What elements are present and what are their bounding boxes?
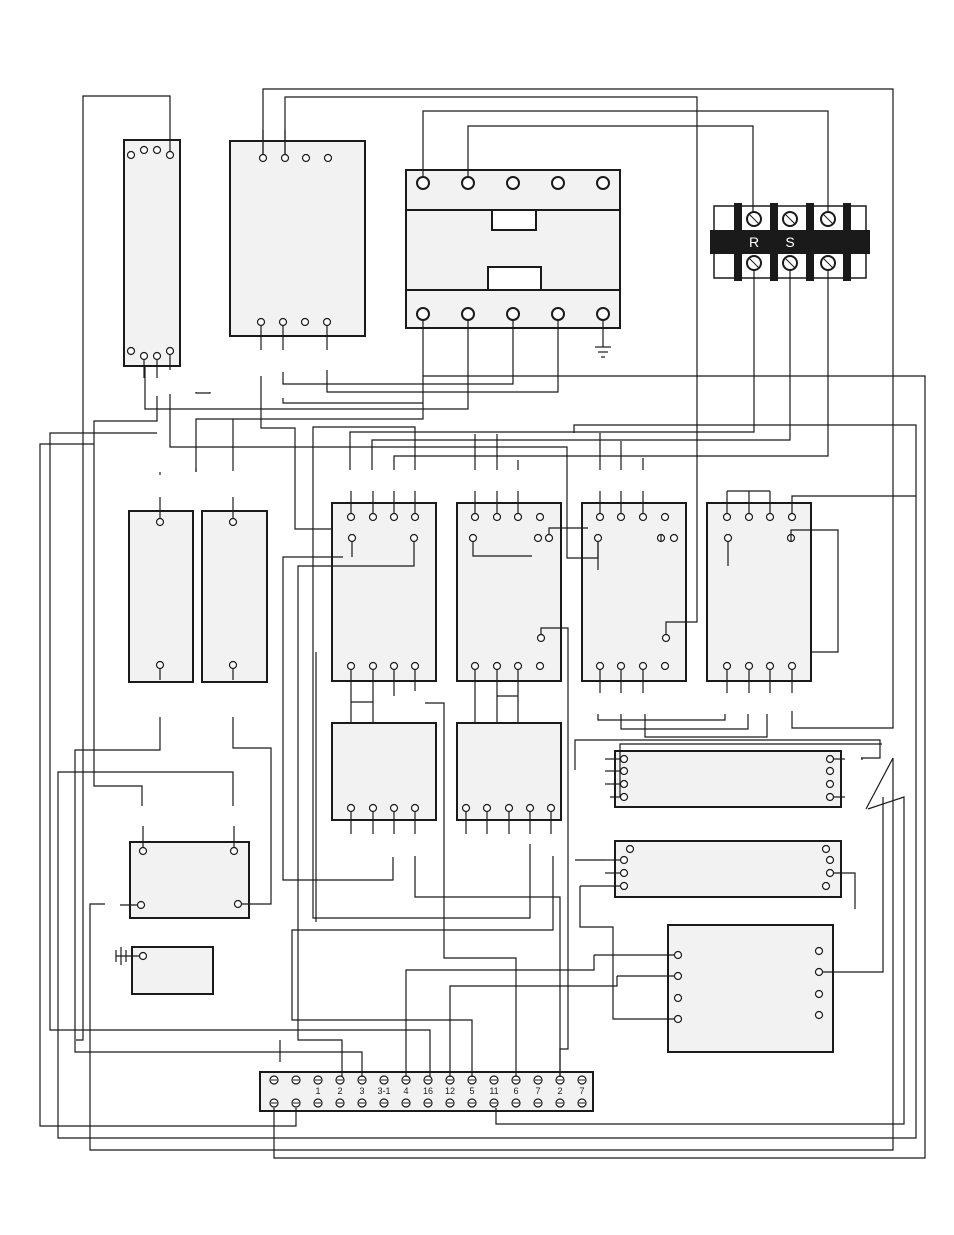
strip-label: 12 — [445, 1086, 455, 1096]
tall-module-left — [124, 140, 180, 366]
overload-relay-1 — [332, 723, 436, 820]
relay-3 — [582, 503, 686, 681]
relay-1 — [332, 503, 436, 681]
strip-label: 7 — [535, 1086, 540, 1096]
strip-label: 4 — [403, 1086, 408, 1096]
strip-label: 3 — [359, 1086, 364, 1096]
strip-label: 16 — [423, 1086, 433, 1096]
power-terminal-block: R S — [710, 203, 870, 281]
overload-relay-2 — [457, 723, 561, 820]
control-board-1 — [615, 751, 841, 807]
strip-label: 7 — [579, 1086, 584, 1096]
main-breaker — [406, 170, 620, 328]
strip-label: 2 — [557, 1086, 562, 1096]
strip-label: 5 — [469, 1086, 474, 1096]
terminal-label-r: R — [749, 234, 759, 250]
strip-label: 1 — [315, 1086, 320, 1096]
fuse-block-right — [202, 511, 267, 682]
terminal-label-s: S — [785, 234, 794, 250]
strip-label: 2 — [337, 1086, 342, 1096]
ground-module — [132, 947, 213, 994]
strip-label: 3-1 — [377, 1086, 390, 1096]
small-module-left — [130, 842, 249, 918]
relay-2 — [457, 503, 561, 681]
controller-module — [668, 925, 833, 1052]
fuse-block-left — [129, 511, 193, 682]
transformer-module — [230, 141, 365, 336]
strip-label: 6 — [513, 1086, 518, 1096]
control-board-2 — [615, 841, 841, 897]
strip-label: 11 — [489, 1086, 498, 1096]
terminal-strip: 1 2 3 3-1 4 16 12 5 11 6 7 2 7 — [260, 1072, 593, 1111]
